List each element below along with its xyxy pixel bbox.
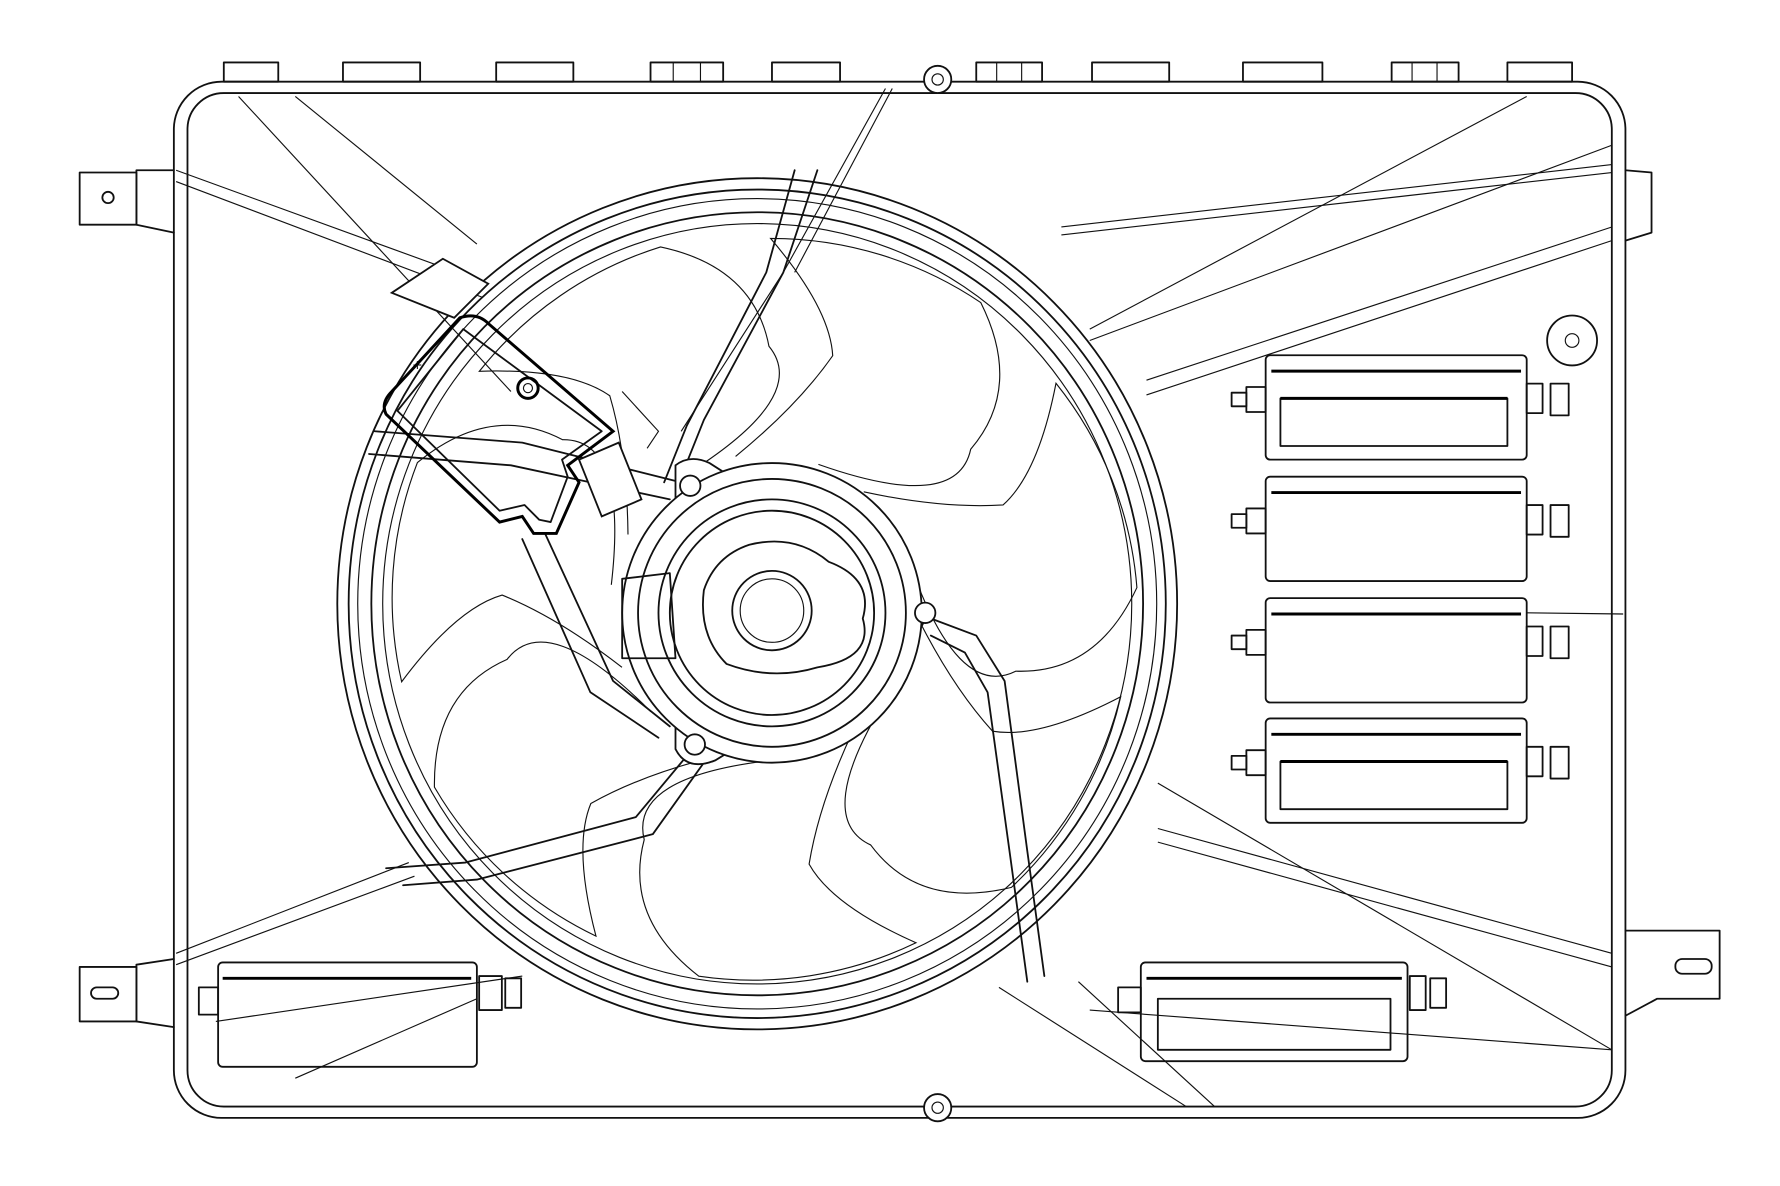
bottom-mount-circle [923,1093,953,1123]
top-tabs [222,61,1573,83]
fan-blade [863,381,1138,677]
bottom-middle-flap [1117,961,1448,1063]
fan-shroud-ring [336,177,1179,1031]
bolt-icon [679,474,702,497]
shroud-frame [172,64,1627,1123]
flap-slot [1230,597,1570,704]
top-mount-circle [923,64,953,94]
fan-blade [478,246,780,535]
fan-blade [735,237,1001,487]
mount-bracket-left-top [78,169,175,234]
plus-icon: + [412,357,422,372]
connector [577,441,643,518]
slot-hole-icon [90,986,120,1000]
slot-hole-icon [1674,958,1713,975]
bolt-hole-icon [101,190,115,205]
right-side-flaps [1230,354,1570,824]
resistor-module: + [382,257,660,535]
bolt-icon [683,733,706,756]
flap-slot [1230,354,1570,461]
sensor-port [1546,314,1598,367]
motor-hub [621,458,937,766]
mount-bracket-right-top [1624,169,1653,242]
bolt-icon [914,601,937,624]
bottom-left-flap [197,961,523,1068]
mount-bracket-left-bottom [78,958,175,1029]
mount-bracket-right-bottom [1624,929,1721,1017]
motor-support-arms [368,169,1046,983]
fan-blade [639,730,918,981]
fan-blade [844,613,1122,894]
flap-slot [1230,475,1570,582]
flap-slot [1230,717,1570,824]
